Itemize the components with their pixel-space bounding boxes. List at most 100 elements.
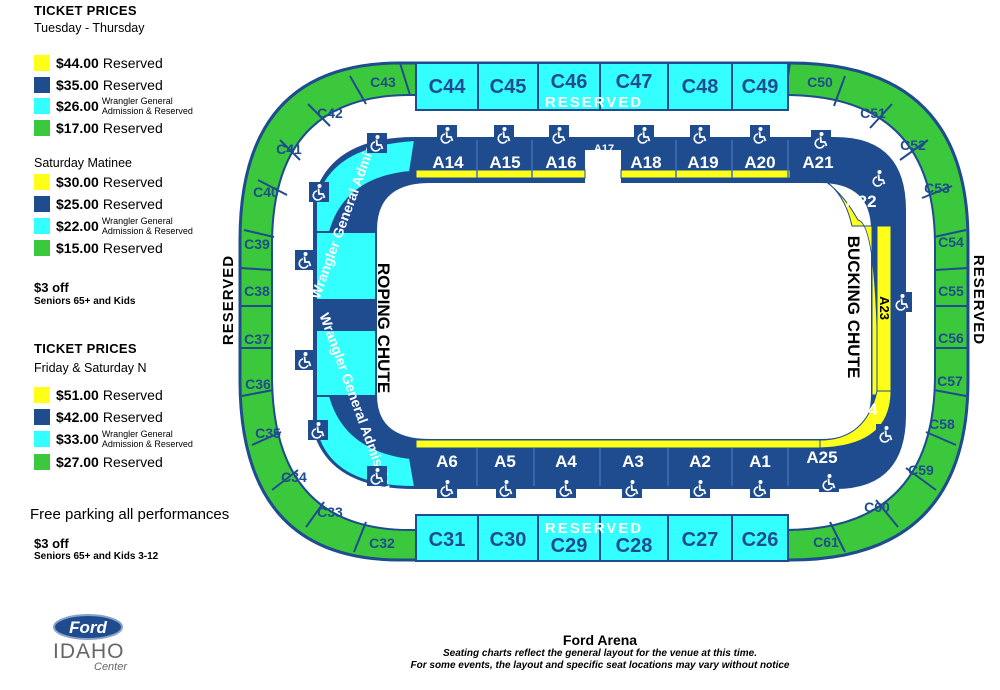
price: $15.00: [56, 240, 99, 256]
section-a21[interactable]: A21: [802, 153, 833, 172]
section-c43[interactable]: C43: [370, 74, 396, 90]
section-c53[interactable]: C53: [924, 180, 950, 196]
section-a1[interactable]: A1: [749, 452, 771, 471]
section-c44[interactable]: C44: [429, 76, 467, 98]
section-c48[interactable]: C48: [682, 76, 719, 98]
wheelchair-icon: [437, 125, 457, 145]
price-label: Reserved: [102, 409, 163, 425]
section-c27[interactable]: C27: [682, 529, 719, 551]
section-a15[interactable]: A15: [489, 153, 520, 172]
section-a4[interactable]: A4: [555, 452, 577, 471]
section-c39[interactable]: C39: [244, 236, 270, 252]
wheelchair-icon: [496, 478, 516, 498]
section-c38[interactable]: C38: [244, 283, 270, 299]
logo-name: IDAHO: [53, 640, 125, 663]
wheelchair-icon: [750, 478, 770, 498]
section-c59[interactable]: C59: [908, 462, 934, 478]
green-swatch: [34, 454, 50, 470]
section-c51[interactable]: C51: [860, 105, 886, 121]
blue-swatch: [34, 196, 50, 212]
section-a18[interactable]: A18: [630, 153, 661, 172]
section-c31[interactable]: C31: [429, 529, 466, 551]
a17-aisle: [585, 150, 621, 184]
section-a6[interactable]: A6: [436, 452, 458, 471]
wheelchair-icon: [367, 466, 387, 486]
legend-title-weekend: TICKET PRICES: [34, 341, 137, 356]
section-c56[interactable]: C56: [938, 330, 964, 346]
section-c41[interactable]: C41: [276, 141, 302, 157]
venue-title: Ford Arena: [562, 632, 638, 648]
section-a20[interactable]: A20: [744, 153, 775, 172]
section-c58[interactable]: C58: [929, 416, 955, 432]
section-c52[interactable]: C52: [900, 137, 926, 153]
yellow-swatch: [34, 55, 50, 71]
price: $42.00: [56, 409, 99, 425]
section-c45[interactable]: C45: [490, 76, 527, 98]
section-a16[interactable]: A16: [545, 153, 576, 172]
section-c37[interactable]: C37: [244, 331, 270, 347]
ga-top-lower[interactable]: [315, 231, 377, 301]
wheelchair-icon: [876, 424, 896, 444]
yellow-rows: [415, 169, 892, 449]
wheelchair-icon: [811, 130, 831, 150]
section-c60[interactable]: C60: [864, 499, 890, 515]
section-c35[interactable]: C35: [255, 425, 281, 441]
section-a25[interactable]: A25: [806, 448, 837, 467]
price: $30.00: [56, 174, 99, 190]
bucking-chute-label: BUCKING CHUTE: [844, 236, 863, 379]
ga-bottom-section[interactable]: [315, 329, 417, 489]
legend-subtitle-weekday: Tuesday - Thursday: [34, 21, 145, 35]
reserved-top-label: RESERVED: [545, 94, 643, 111]
section-a24[interactable]: A24: [846, 400, 878, 419]
discount: $3 off: [34, 280, 69, 295]
section-c55[interactable]: C55: [938, 283, 964, 299]
section-c33[interactable]: C33: [317, 504, 343, 520]
wheelchair-icon: [494, 125, 514, 145]
section-c50[interactable]: C50: [807, 74, 833, 90]
price-label: Wrangler General Admission & Reserved: [101, 96, 193, 116]
section-a3[interactable]: A3: [622, 452, 644, 471]
green-swatch: [34, 240, 50, 256]
section-c57[interactable]: C57: [937, 373, 963, 389]
discount-note: Seniors 65+ and Kids: [34, 296, 136, 307]
price: $25.00: [56, 196, 99, 212]
section-c30[interactable]: C30: [490, 529, 527, 551]
section-c61[interactable]: C61: [813, 534, 839, 550]
section-c54[interactable]: C54: [938, 234, 964, 250]
section-c47[interactable]: C47: [616, 71, 653, 93]
section-c36[interactable]: C36: [245, 376, 271, 392]
price: $33.00: [56, 431, 99, 447]
section-a5[interactable]: A5: [494, 452, 516, 471]
section-a2[interactable]: A2: [689, 452, 711, 471]
section-a19[interactable]: A19: [687, 153, 718, 172]
discount: $3 off: [34, 536, 69, 551]
wheelchair-icon: [750, 125, 770, 145]
blue-swatch: [34, 409, 50, 425]
price: $51.00: [56, 387, 99, 403]
wheelchair-icon: [367, 133, 387, 153]
price: $35.00: [56, 77, 99, 93]
section-c29[interactable]: C29: [551, 535, 588, 557]
disclaimer-line-2: For some events, the layout and specific…: [410, 660, 790, 671]
section-c26[interactable]: C26: [742, 529, 779, 551]
section-a23[interactable]: A23: [877, 296, 892, 320]
section-c49[interactable]: C49: [742, 76, 779, 98]
logo-script: Center: [94, 661, 128, 673]
section-c46[interactable]: C46: [551, 71, 588, 93]
wheelchair-icon: [437, 478, 457, 498]
wheelchair-icon: [634, 125, 654, 145]
section-c34[interactable]: C34: [281, 469, 307, 485]
section-c32[interactable]: C32: [369, 535, 395, 551]
price-label: Wrangler General Admission & Reserved: [101, 429, 193, 449]
section-c42[interactable]: C42: [317, 105, 343, 121]
section-a22[interactable]: A22: [845, 192, 876, 211]
section-a14[interactable]: A14: [432, 153, 464, 172]
wheelchair-icon: [549, 125, 569, 145]
section-a17[interactable]: A17: [594, 143, 614, 155]
section-c28[interactable]: C28: [616, 535, 653, 557]
free-parking-note: Free parking all performances: [30, 506, 230, 523]
section-c40[interactable]: C40: [253, 184, 279, 200]
